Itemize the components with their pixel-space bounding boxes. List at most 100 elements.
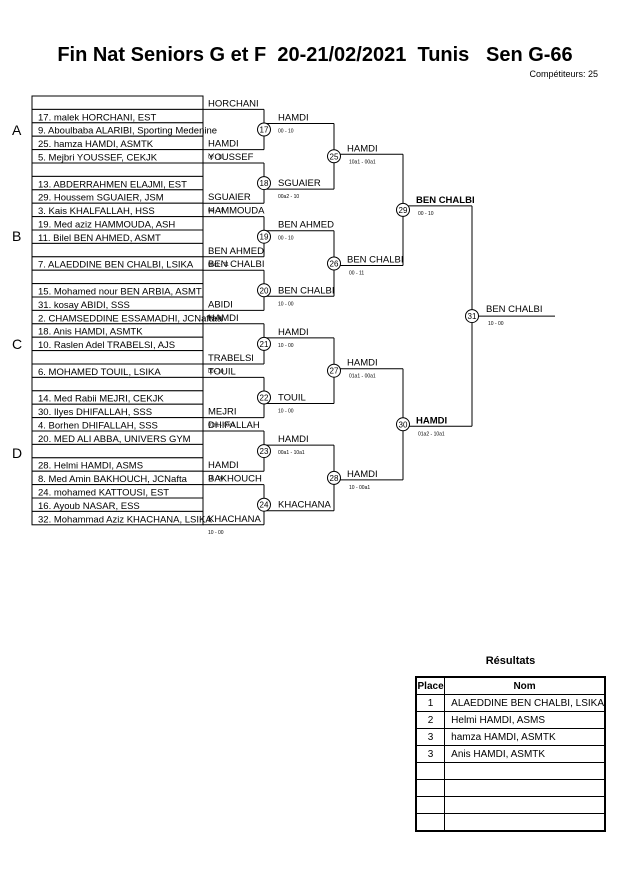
results-row (415, 762, 606, 780)
round1-score: 01a1 - 00a1 (208, 423, 235, 429)
result-place (415, 813, 446, 832)
round2-winner: HAMDI (278, 113, 309, 124)
match-circle-number: 23 (260, 447, 269, 456)
match-circle (327, 149, 341, 164)
match-circle (257, 122, 271, 137)
round3-winner: HAMDI (347, 469, 378, 480)
round1-winner: BEN AHMED (208, 246, 264, 257)
entrant-slot (31, 350, 204, 365)
result-name: hamza HAMDI, ASMTK (444, 728, 606, 746)
round2-score: 00a1 - 10a1 (278, 450, 305, 456)
round1-winner: HAMDI (208, 313, 239, 324)
round2-score: 10 - 00 (278, 301, 294, 307)
match-circle-number: 18 (260, 179, 269, 188)
round1-winner: MEJRI (208, 407, 237, 418)
round1-winner: TRABELSI (208, 353, 254, 364)
result-place: 3 (415, 745, 446, 763)
round1-score: 10 - 00 (208, 476, 224, 482)
entrant-name: 24. mohamed KATTOUSI, EST (38, 488, 169, 499)
entrant-slot (31, 269, 204, 285)
results-header-row: Place Nom (415, 676, 606, 695)
match-circle (396, 417, 410, 432)
entrant-slot (31, 242, 204, 258)
round2-winner: HAMDI (278, 434, 309, 445)
round2-score: 10 - 00 (278, 409, 294, 415)
pool-label: A (12, 122, 22, 138)
pool-label: C (12, 336, 22, 352)
page-title: Fin Nat Seniors G et F 20-21/02/2021 Tun… (57, 44, 573, 66)
match-circle-number: 27 (330, 367, 339, 376)
round4-score: 01a2 - 10a1 (418, 431, 445, 437)
entrant-name: 32. Mohammad Aziz KHACHANA, LSIKA (38, 514, 212, 525)
round1-winner: HAMDI (208, 460, 239, 471)
results-title: Résultats (485, 655, 536, 667)
results-row (415, 796, 606, 814)
round3-winner: HAMDI (347, 358, 378, 369)
round1-winner: YOUSSEF (208, 152, 254, 163)
entrant-name: 9. Aboulbaba ALARIBI, Sporting Medenine (38, 126, 217, 137)
round1-score: 00 - 10 (208, 208, 224, 214)
entrant-name: 15. Mohamed nour BEN ARBIA, ASMT (38, 287, 202, 298)
entrant-slot (31, 510, 204, 526)
pool-label: D (12, 445, 22, 461)
round3-score: 10a1 - 00a1 (349, 159, 376, 165)
round2-score: 00 - 10 (278, 236, 294, 242)
match-circle-number: 30 (399, 420, 408, 429)
entrant-name: 25. hamza HAMDI, ASMTK (38, 139, 154, 150)
round3-winner: HAMDI (347, 143, 378, 154)
result-name (444, 813, 606, 832)
entrant-name: 19. Med aziz HAMMOUDA, ASH (38, 220, 175, 231)
match-circle (257, 390, 271, 405)
match-circle (257, 229, 271, 244)
entrant-name: 14. Med Rabii MEJRI, CEKJK (38, 394, 164, 405)
entrant-name: 11. Bilel BEN AHMED, ASMT (38, 233, 161, 244)
results-row (415, 779, 606, 797)
entrant-name: 4. Borhen DHIFALLAH, SSS (38, 421, 158, 432)
round1-score: 00 - 10 (208, 155, 224, 161)
pool-label: B (12, 228, 21, 244)
round1-winner: SGUAIER (208, 192, 251, 203)
round1-score: 00a1 - 11 (208, 262, 229, 268)
entrant-slot (31, 443, 204, 459)
round1-winner: KHACHANA (208, 514, 261, 525)
entrant-name: 17. malek HORCHANI, EST (38, 112, 156, 123)
match-circle-number: 19 (260, 233, 269, 242)
entrant-name: 3. Kais KHALFALLAH, HSS (38, 206, 155, 217)
round1-winner: BEN CHALBI (208, 259, 265, 270)
round2-winner: BEN AHMED (278, 220, 334, 231)
match-circle (327, 470, 341, 485)
entrant-name: 20. MED ALI ABBA, UNIVERS GYM (38, 434, 191, 445)
round2-winner: TOUIL (278, 393, 306, 404)
round2-winner: KHACHANA (278, 500, 331, 511)
entrant-name: 10. Raslen Adel TRABELSI, AJS (38, 340, 175, 351)
place-header: Place (415, 676, 446, 695)
match-circle (257, 336, 271, 351)
result-name: Helmi HAMDI, ASMS (444, 711, 606, 729)
round4-score: 00 - 10 (418, 211, 434, 217)
match-circle-number: 24 (260, 501, 269, 510)
round1-winner: BAKHOUCH (208, 474, 262, 485)
round2-score: 00 - 10 (278, 129, 294, 135)
match-circle-number: 21 (260, 340, 269, 349)
result-place (415, 762, 446, 780)
round1-score: 10 - 00 (208, 530, 224, 536)
match-circle (257, 283, 271, 298)
result-place (415, 796, 446, 814)
result-place (415, 779, 446, 797)
final-score: 10 - 00 (488, 321, 504, 327)
entrant-name: 16. Ayoub NASAR, ESS (38, 501, 140, 512)
round3-score: 00 - 11 (349, 271, 364, 277)
entrant-name: 31. kosay ABIDI, SSS (38, 300, 130, 311)
round4-winner: BEN CHALBI (416, 195, 475, 206)
round2-winner: BEN CHALBI (278, 285, 335, 296)
result-name: ALAEDDINE BEN CHALBI, LSIKA (444, 694, 606, 712)
round2-winner: SGUAIER (278, 178, 321, 189)
name-header: Nom (444, 676, 606, 695)
match-circle (327, 256, 341, 271)
match-circle-number: 22 (260, 394, 269, 403)
